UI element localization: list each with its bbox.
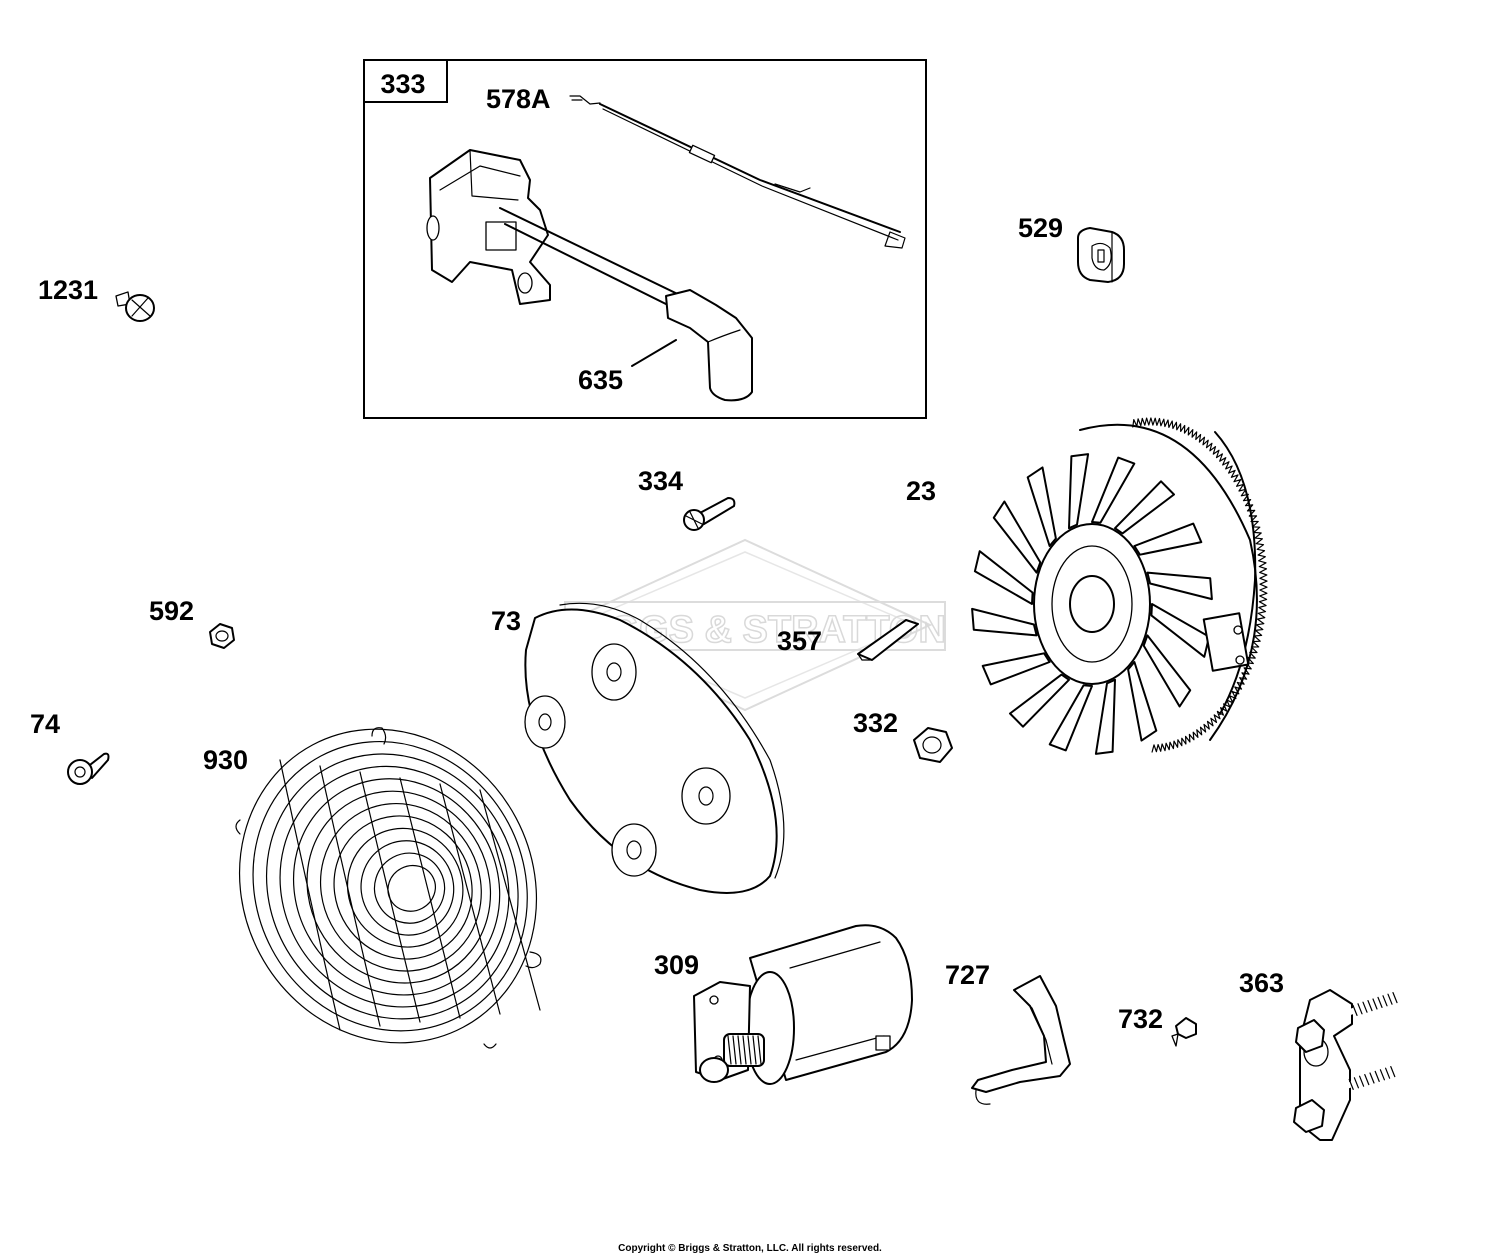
pinion-tooth: [742, 1035, 747, 1065]
pinion-tooth: [757, 1035, 762, 1065]
label-592: 592: [149, 596, 194, 626]
flywheel-fin: [1114, 480, 1175, 535]
flywheel-fin: [1094, 678, 1116, 755]
label-74: 74: [30, 709, 60, 739]
pinion-tooth: [747, 1035, 752, 1065]
grille-rib: [279, 759, 341, 1031]
pinion-tooth: [732, 1035, 737, 1065]
flywheel-fin: [1048, 684, 1093, 752]
flywheel-fin: [1009, 673, 1070, 728]
label-309: 309: [654, 950, 699, 980]
grille-ring: [333, 815, 473, 960]
flywheel-23: [962, 417, 1268, 755]
flywheel-fin: [1142, 634, 1192, 708]
nut-592: [209, 623, 235, 649]
stud-thread: [1392, 992, 1398, 1004]
flywheel-fin: [1026, 466, 1057, 547]
bolt-334: [683, 497, 736, 531]
grille-rib: [439, 783, 501, 1015]
grille-ring: [238, 728, 538, 1044]
label-732: 732: [1118, 1004, 1163, 1034]
flywheel-fin: [1068, 453, 1090, 530]
stud-thread: [1372, 998, 1378, 1010]
flywheel-key-357: [857, 619, 919, 661]
stud-thread: [1382, 995, 1388, 1007]
flywheel-fin: [1150, 603, 1211, 658]
label-334: 334: [638, 466, 683, 496]
label-332: 332: [853, 708, 898, 738]
grille-ring: [346, 827, 464, 948]
label-333: 333: [380, 69, 425, 99]
leader-line-635: [631, 339, 677, 367]
stud-thread: [1379, 1069, 1385, 1081]
stud-thread: [1387, 993, 1393, 1005]
stud-thread: [1357, 1003, 1363, 1015]
grille-ring: [373, 852, 446, 924]
flywheel-nut-332: [913, 727, 953, 763]
stud-thread: [1353, 1077, 1359, 1089]
mount-363: [1293, 989, 1403, 1141]
stud-thread: [1364, 1074, 1370, 1086]
blower-housing-73: [524, 602, 785, 894]
pinion-tooth: [737, 1035, 742, 1065]
kit-box-333: [363, 59, 927, 419]
label-73: 73: [491, 606, 521, 636]
label-578a: 578A: [486, 84, 551, 114]
flywheel-fin: [992, 500, 1042, 574]
stud-thread: [1359, 1075, 1365, 1087]
grille-rib: [479, 789, 541, 1011]
ignition-armature: [426, 149, 753, 402]
grille-ring: [319, 802, 482, 972]
stud-thread: [1352, 1004, 1358, 1016]
label-930: 930: [203, 745, 248, 775]
grille-930: [235, 727, 542, 1049]
screw-74: [67, 752, 110, 785]
starter-motor-309: [693, 924, 913, 1085]
grille-rib: [359, 771, 421, 1023]
ground-wire-578a: [569, 95, 906, 249]
flywheel-fin: [981, 652, 1051, 686]
stud-thread: [1367, 1000, 1373, 1012]
label-529: 529: [1018, 213, 1063, 243]
stud-thread: [1374, 1070, 1380, 1082]
pinion-tooth: [727, 1035, 732, 1065]
label-635: 635: [578, 365, 623, 395]
bracket-727: [971, 975, 1071, 1105]
grille-ring: [252, 740, 528, 1032]
grille-ring: [292, 778, 501, 996]
label-727: 727: [945, 960, 990, 990]
flywheel-fin: [1133, 522, 1203, 556]
screw-732: [1171, 1017, 1197, 1047]
grille-ring: [360, 840, 455, 936]
ring-gear-rim: [1079, 423, 1258, 741]
stud-thread: [1362, 1001, 1368, 1013]
label-363: 363: [1239, 968, 1284, 998]
screw-1231: [115, 291, 155, 322]
label-1231: 1231: [38, 275, 98, 305]
flywheel-fin: [973, 550, 1034, 605]
stud-thread: [1385, 1067, 1391, 1079]
stud-thread: [1348, 1078, 1354, 1090]
grille-ring: [387, 864, 436, 912]
flywheel-fin: [1091, 456, 1136, 524]
stud-thread: [1377, 996, 1383, 1008]
stud-thread: [1369, 1072, 1375, 1084]
label-357: 357: [777, 626, 822, 656]
stud-thread: [1390, 1066, 1396, 1078]
pinion-tooth: [752, 1035, 757, 1065]
ring-gear-teeth: [1132, 417, 1268, 753]
copyright-notice: Copyright © Briggs & Stratton, LLC. All …: [618, 1243, 882, 1254]
label-23: 23: [906, 476, 936, 506]
grommet-529: [1077, 227, 1125, 283]
grille-ring: [265, 753, 519, 1020]
flywheel-fin: [1146, 571, 1213, 601]
grille-rib: [399, 777, 461, 1019]
grille-ring: [279, 765, 510, 1008]
flywheel-fin: [1127, 661, 1158, 742]
grille-ring: [306, 790, 492, 984]
flywheel-fin: [971, 607, 1038, 637]
grille-rib: [319, 765, 381, 1027]
